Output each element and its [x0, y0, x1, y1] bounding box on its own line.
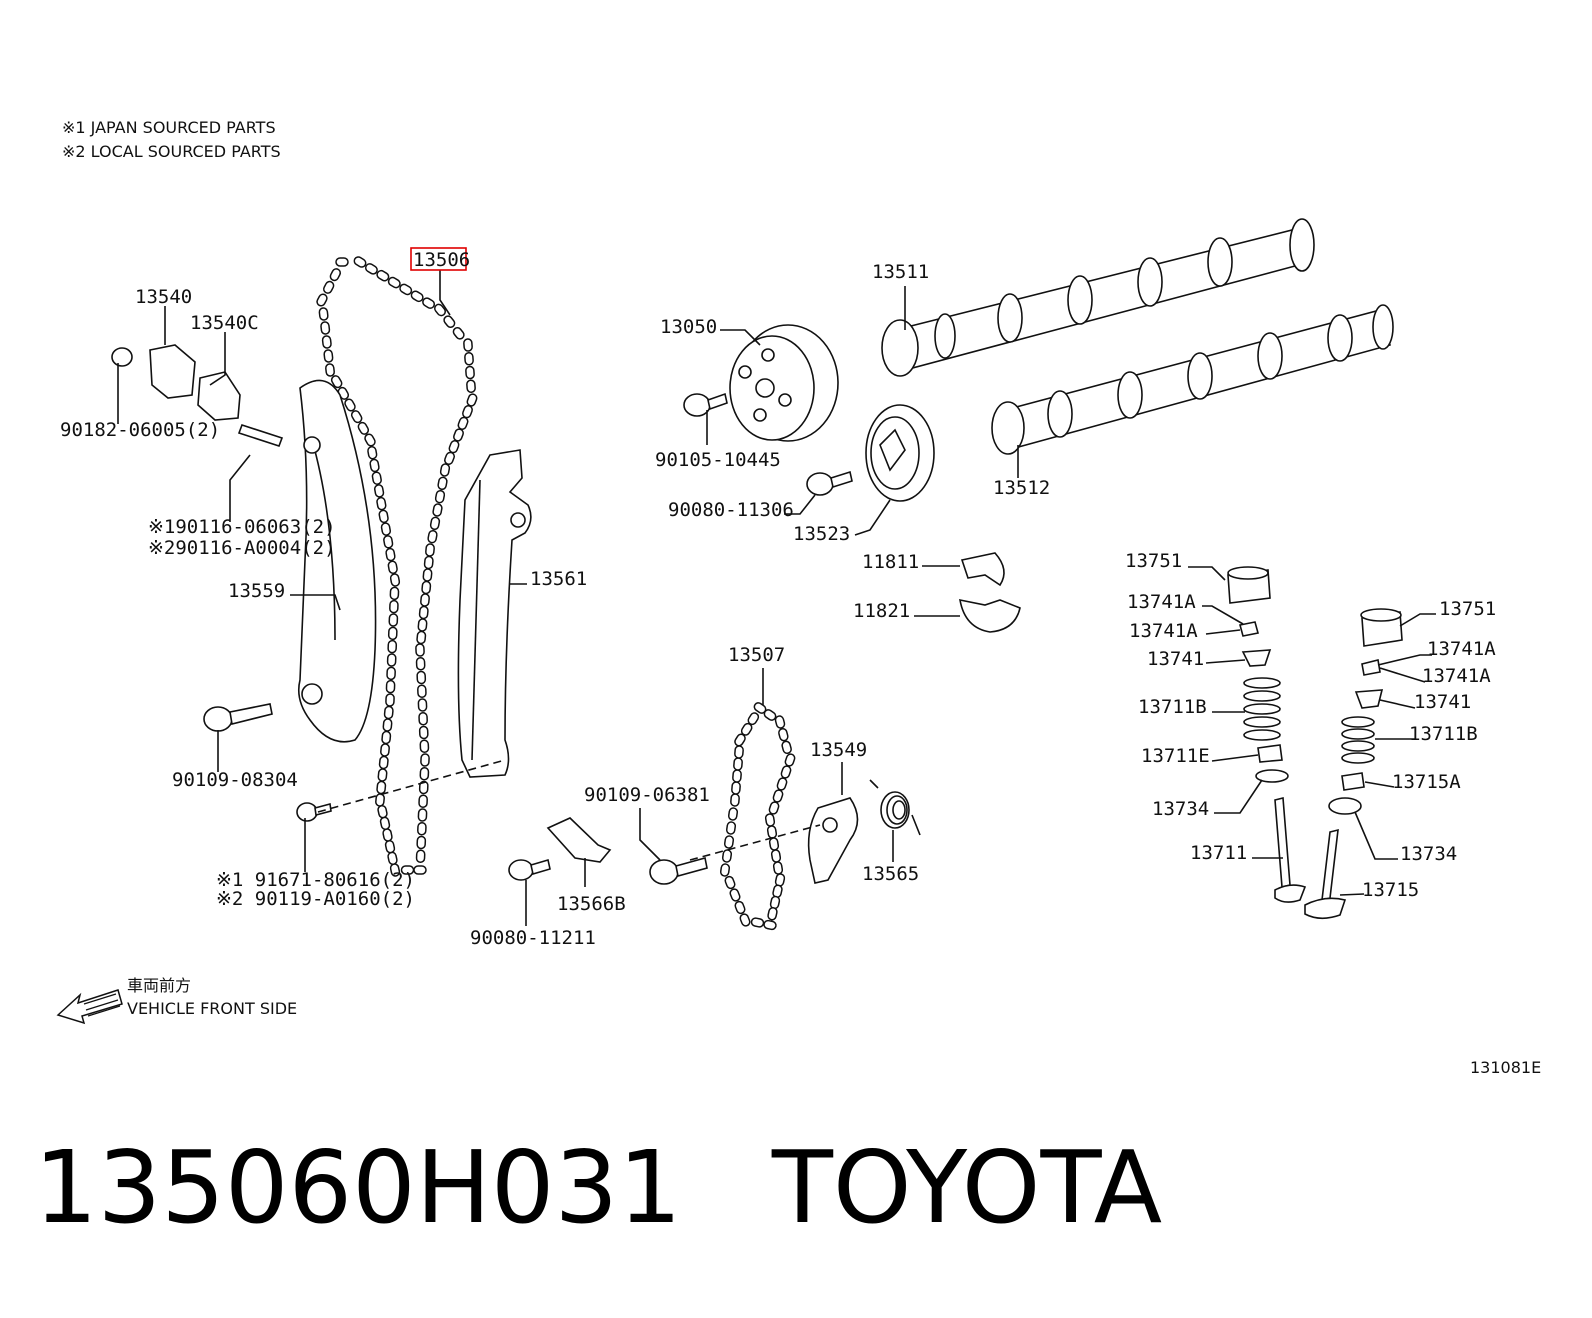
- label-13711B-left[interactable]: 13711B: [1138, 696, 1207, 718]
- valve-13715[interactable]: [1304, 828, 1347, 920]
- label-90109-06381[interactable]: 90109-06381: [584, 784, 710, 806]
- label-13507[interactable]: 13507: [728, 644, 785, 666]
- valve-spring-13711B-left[interactable]: [1243, 677, 1281, 741]
- label-13741A-right-2[interactable]: 13741A: [1422, 665, 1491, 687]
- vehicle-front-arrow-icon: [56, 989, 123, 1025]
- label-13741A-right-1[interactable]: 13741A: [1427, 638, 1496, 660]
- chain-vibration-damper-13561[interactable]: [457, 449, 532, 778]
- camshaft-13511[interactable]: [881, 218, 1315, 377]
- valve-keeper-13741A-left[interactable]: [1239, 621, 1259, 637]
- label-13540C[interactable]: 13540C: [190, 312, 259, 334]
- label-90109-08304[interactable]: 90109-08304: [172, 769, 298, 791]
- valve-lifter-13751-left[interactable]: [1227, 566, 1271, 604]
- part-labels: 13506 13540 13540C 90182-06005(2) ※19011…: [60, 249, 1496, 949]
- valve-13711[interactable]: [1274, 796, 1307, 903]
- label-11821[interactable]: 11821: [853, 600, 910, 622]
- label-13711[interactable]: 13711: [1190, 842, 1247, 864]
- figure-code: 131081E: [1470, 1058, 1541, 1077]
- vehicle-front-en: VEHICLE FRONT SIDE: [127, 999, 297, 1018]
- label-90080-11306[interactable]: 90080-11306: [668, 499, 794, 521]
- bolt-90109-08304[interactable]: [203, 703, 273, 732]
- valve-spring-13711B-right[interactable]: [1341, 716, 1375, 764]
- chain-damper-13566B[interactable]: [546, 817, 612, 863]
- label-13741-left[interactable]: 13741: [1147, 648, 1204, 670]
- valve-stem-seal-13711E[interactable]: [1257, 744, 1283, 763]
- caption: 135060H031 TOYOTA: [34, 1128, 1252, 1248]
- label-90080-11211[interactable]: 90080-11211: [470, 927, 596, 949]
- leader-lines: [117, 270, 1436, 926]
- stud-90116[interactable]: [237, 424, 284, 447]
- valve-spring-seat-13734-right[interactable]: [1328, 797, 1362, 815]
- label-13512[interactable]: 13512: [993, 477, 1050, 499]
- valve-lifter-13751-right[interactable]: [1360, 608, 1403, 647]
- label-13734-left[interactable]: 13734: [1152, 798, 1209, 820]
- label-13751-right[interactable]: 13751: [1439, 598, 1496, 620]
- bolt-90105-10445[interactable]: [683, 392, 728, 417]
- tensioner-arm-13549[interactable]: [807, 797, 859, 884]
- label-90116-A0004[interactable]: ※290116-A0004(2): [148, 537, 336, 559]
- label-91671-80616[interactable]: ※1 91671-80616(2): [216, 869, 415, 891]
- label-13050[interactable]: 13050: [660, 316, 717, 338]
- highlight-box-13506: [410, 247, 467, 271]
- label-13715[interactable]: 13715: [1362, 879, 1419, 901]
- valve-keeper-13741A-right[interactable]: [1361, 659, 1381, 676]
- oil-pump-chain-13507[interactable]: [719, 701, 796, 931]
- caption-part-number: 135060H031: [34, 1129, 682, 1246]
- camshaft-timing-sprocket-13523[interactable]: [865, 404, 935, 502]
- label-90105-10445[interactable]: 90105-10445: [655, 449, 781, 471]
- label-13566B[interactable]: 13566B: [557, 893, 626, 915]
- note-japan-sourced: ※1 JAPAN SOURCED PARTS: [62, 118, 276, 137]
- camshaft-timing-gear-13050[interactable]: [729, 324, 839, 442]
- label-13506[interactable]: 13506: [413, 249, 470, 271]
- label-13549[interactable]: 13549: [810, 739, 867, 761]
- bolt-90080-11211[interactable]: [508, 858, 551, 881]
- valve-retainer-13741-right[interactable]: [1354, 689, 1384, 709]
- label-13559[interactable]: 13559: [228, 580, 285, 602]
- label-13741A-left-2[interactable]: 13741A: [1129, 620, 1198, 642]
- label-13734-right[interactable]: 13734: [1400, 843, 1457, 865]
- label-13715A[interactable]: 13715A: [1392, 771, 1461, 793]
- bolt-91671-80616[interactable]: [296, 802, 332, 822]
- label-13751-left[interactable]: 13751: [1125, 550, 1182, 572]
- label-13523[interactable]: 13523: [793, 523, 850, 545]
- label-90182-06005[interactable]: 90182-06005(2): [60, 419, 220, 441]
- vehicle-front-jp: 車両前方: [127, 976, 191, 995]
- label-13540[interactable]: 13540: [135, 286, 192, 308]
- bolt-90080-11306[interactable]: [806, 470, 853, 496]
- label-90119-A0160[interactable]: ※2 90119-A0160(2): [216, 888, 415, 910]
- chain-slipper-guide-13559[interactable]: [297, 379, 377, 743]
- bolt-90109-06381[interactable]: [649, 857, 708, 885]
- label-90116-06063[interactable]: ※190116-06063(2): [148, 516, 336, 538]
- chain-tensioner-13540[interactable]: [149, 344, 196, 399]
- valve-retainer-13741-left[interactable]: [1241, 649, 1272, 667]
- caption-brand: TOYOTA: [771, 1129, 1163, 1246]
- bearing-11821[interactable]: [959, 598, 1021, 633]
- label-13511[interactable]: 13511: [872, 261, 929, 283]
- label-13711B-right[interactable]: 13711B: [1409, 723, 1478, 745]
- label-13565[interactable]: 13565: [862, 863, 919, 885]
- valve-stem-seal-13715A[interactable]: [1341, 772, 1365, 791]
- label-13561[interactable]: 13561: [530, 568, 587, 590]
- tensioner-spring-13565[interactable]: [869, 779, 921, 836]
- label-13711E[interactable]: 13711E: [1141, 745, 1210, 767]
- label-13741A-left-1[interactable]: 13741A: [1127, 591, 1196, 613]
- label-11811[interactable]: 11811: [862, 551, 919, 573]
- timing-chain-13506[interactable]: [316, 255, 478, 877]
- nut-90182[interactable]: [111, 347, 133, 367]
- bearing-11811[interactable]: [960, 552, 1005, 587]
- camshaft-13512[interactable]: [991, 304, 1394, 455]
- label-13741-right[interactable]: 13741: [1414, 691, 1471, 713]
- note-local-sourced: ※2 LOCAL SOURCED PARTS: [62, 142, 281, 161]
- valve-spring-seat-13734-left[interactable]: [1255, 769, 1289, 783]
